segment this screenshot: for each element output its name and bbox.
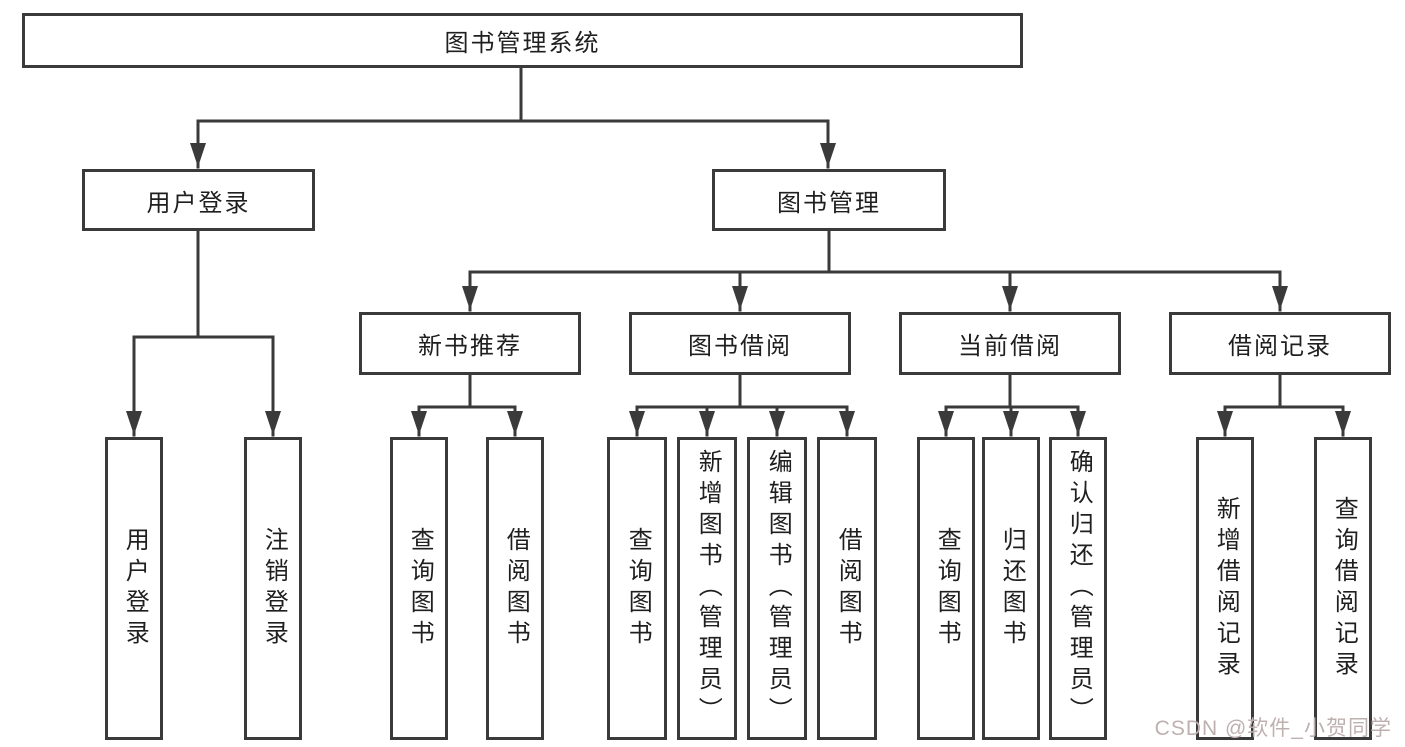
node-book-management: 图书管理 bbox=[712, 169, 946, 231]
leaf-borrow-books-recommend: 借阅图书 bbox=[486, 437, 544, 740]
leaf-query-borrow-record-label: 查询借阅记录 bbox=[1330, 495, 1358, 682]
leaf-add-book-admin-label: 新增图书（管理员） bbox=[694, 449, 722, 728]
leaf-user-login: 用户登录 bbox=[105, 437, 163, 740]
node-current-borrowing: 当前借阅 bbox=[899, 312, 1121, 375]
leaf-query-books-current: 查询图书 bbox=[917, 437, 975, 740]
leaf-query-books-current-label: 查询图书 bbox=[933, 526, 961, 651]
leaf-query-books-borrow: 查询图书 bbox=[607, 437, 667, 740]
leaf-query-borrow-record: 查询借阅记录 bbox=[1314, 437, 1372, 740]
leaf-borrow-books: 借阅图书 bbox=[817, 437, 877, 740]
node-borrowing-records-label: 借阅记录 bbox=[1228, 333, 1332, 360]
leaf-logout-label: 注销登录 bbox=[260, 526, 288, 651]
leaf-logout: 注销登录 bbox=[244, 437, 302, 740]
leaf-return-book-label: 归还图书 bbox=[998, 526, 1026, 651]
leaf-query-books-recommend-label: 查询图书 bbox=[406, 526, 434, 651]
node-user-login: 用户登录 bbox=[82, 169, 315, 231]
node-borrowing-records: 借阅记录 bbox=[1169, 312, 1391, 375]
leaf-add-book-admin: 新增图书（管理员） bbox=[677, 437, 737, 740]
node-book-borrowing: 图书借阅 bbox=[629, 312, 851, 375]
leaf-user-login-label: 用户登录 bbox=[121, 526, 149, 651]
node-user-login-label: 用户登录 bbox=[146, 189, 251, 217]
node-root: 图书管理系统 bbox=[22, 13, 1023, 68]
node-root-label: 图书管理系统 bbox=[444, 30, 601, 57]
leaf-query-books-borrow-label: 查询图书 bbox=[624, 526, 652, 651]
node-current-borrowing-label: 当前借阅 bbox=[958, 333, 1062, 360]
node-new-book-recommend-label: 新书推荐 bbox=[418, 333, 522, 360]
node-book-management-label: 图书管理 bbox=[777, 189, 881, 217]
leaf-add-borrow-record: 新增借阅记录 bbox=[1196, 437, 1254, 740]
node-new-book-recommend: 新书推荐 bbox=[359, 312, 581, 375]
node-book-borrowing-label: 图书借阅 bbox=[688, 333, 792, 360]
leaf-edit-book-admin: 编辑图书（管理员） bbox=[747, 437, 807, 740]
leaf-edit-book-admin-label: 编辑图书（管理员） bbox=[764, 449, 792, 728]
leaf-confirm-return-admin-label: 确认归还（管理员） bbox=[1065, 449, 1093, 728]
leaf-borrow-books-label: 借阅图书 bbox=[834, 526, 862, 651]
leaf-return-book: 归还图书 bbox=[982, 437, 1040, 740]
leaf-borrow-books-recommend-label: 借阅图书 bbox=[502, 526, 530, 651]
leaf-confirm-return-admin: 确认归还（管理员） bbox=[1049, 437, 1107, 740]
leaf-query-books-recommend: 查询图书 bbox=[390, 437, 448, 740]
leaf-add-borrow-record-label: 新增借阅记录 bbox=[1212, 495, 1240, 682]
